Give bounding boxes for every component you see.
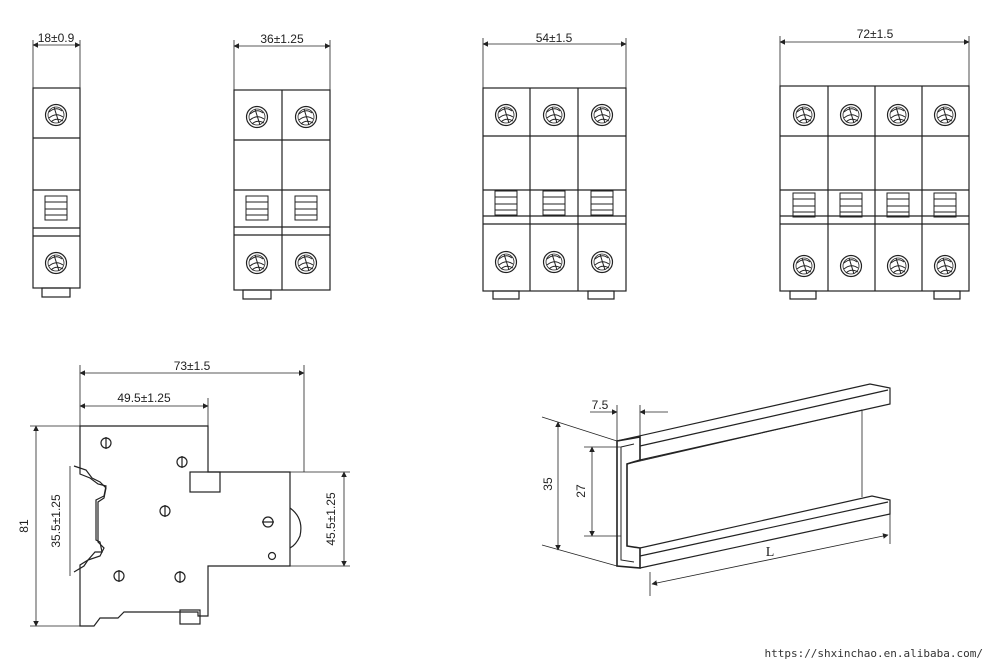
dim-4-pole-width: 72±1.5 <box>857 27 894 41</box>
module-1-pole <box>32 40 81 298</box>
dim-side-front-depth: 49.5±1.25 <box>117 391 171 405</box>
watermark-url: https://shxinchao.en.alibaba.com/ <box>764 647 983 660</box>
dim-rail-flange: 7.5 <box>592 398 609 412</box>
dim-rail-length: L <box>766 545 775 560</box>
side-view-profile <box>30 365 350 627</box>
dim-rail-inner-height: 27 <box>574 484 588 498</box>
module-2-pole <box>233 40 331 300</box>
din-rail <box>541 383 891 596</box>
dim-3-pole-width: 54±1.5 <box>536 31 573 45</box>
dim-rail-height: 35 <box>541 477 555 491</box>
module-3-pole <box>482 38 627 300</box>
dim-1-pole-width: 18±0.9 <box>38 31 75 45</box>
dim-side-right-height: 45.5±1.25 <box>324 492 338 546</box>
dim-side-height: 81 <box>17 519 31 533</box>
dim-side-left-height: 35.5±1.25 <box>49 494 63 548</box>
module-4-pole <box>779 36 970 300</box>
dim-side-depth: 73±1.5 <box>174 359 211 373</box>
dim-2-pole-width: 36±1.25 <box>260 32 304 46</box>
